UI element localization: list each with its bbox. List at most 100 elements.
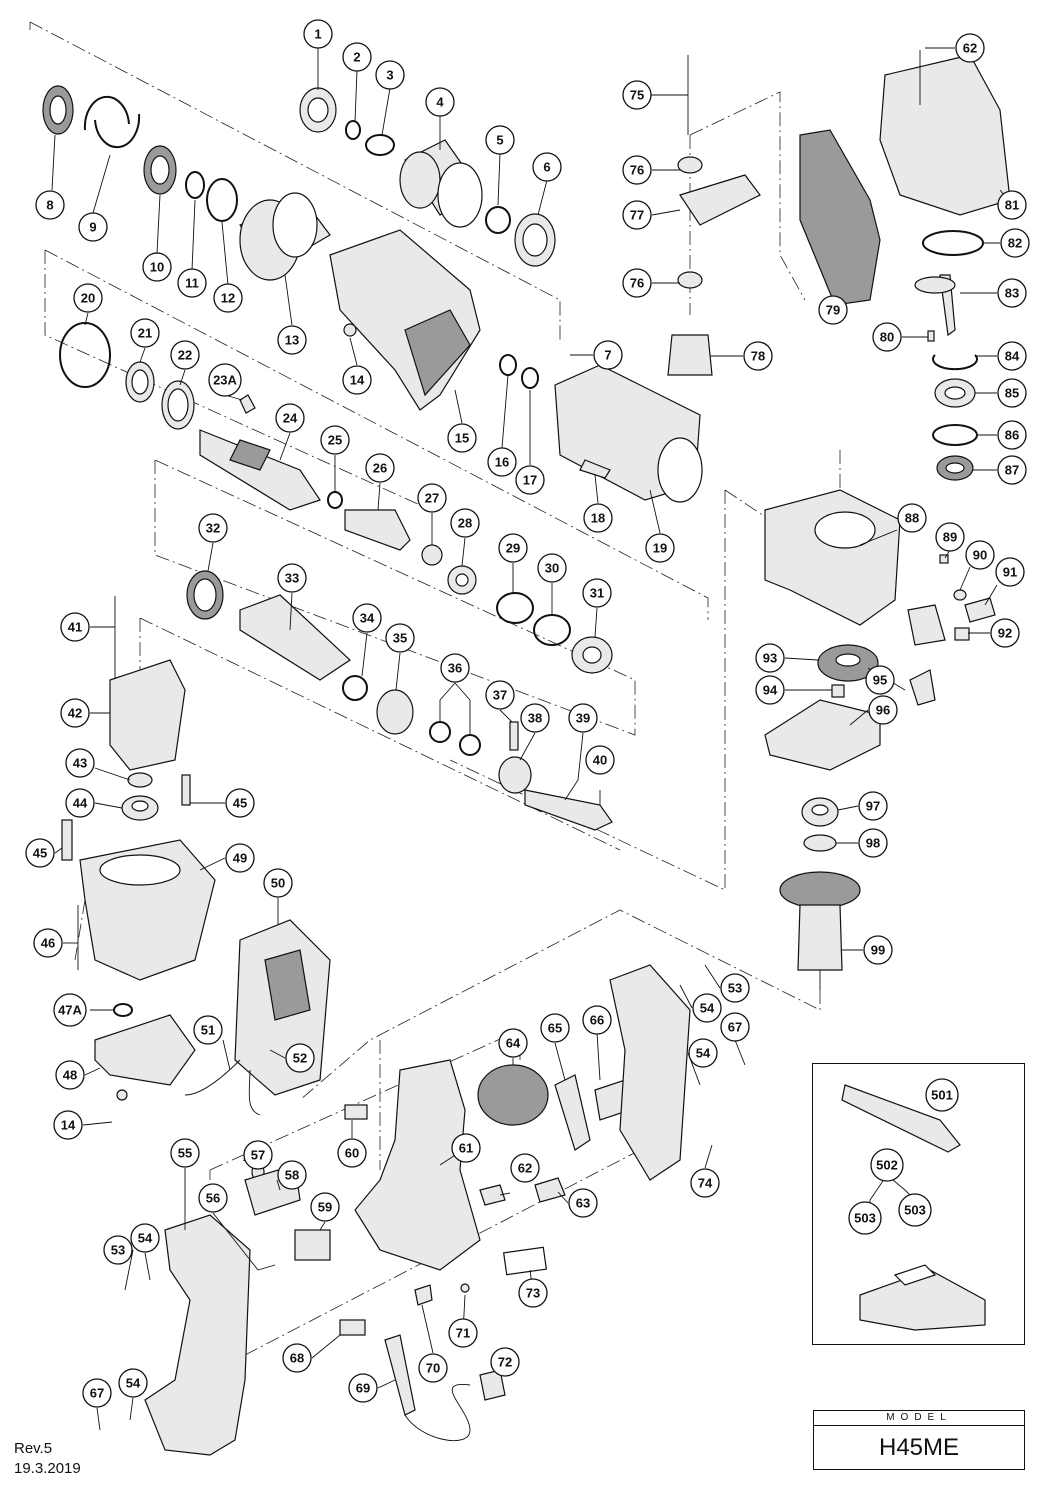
callout-12: 12 xyxy=(213,283,243,313)
callout-label: 33 xyxy=(285,571,299,586)
callout-circle xyxy=(263,868,293,898)
callout-24: 24 xyxy=(275,403,305,433)
callout-label: 8 xyxy=(46,198,53,213)
callout-circle xyxy=(818,295,848,325)
callout-51: 51 xyxy=(193,1015,223,1045)
callout-circle xyxy=(518,1278,548,1308)
callout-14a: 14 xyxy=(342,365,372,395)
callout-label: 49 xyxy=(233,851,247,866)
callout-label: 503 xyxy=(854,1211,876,1226)
callout-70: 70 xyxy=(418,1353,448,1383)
callout-circle xyxy=(965,540,995,570)
callout-circle xyxy=(130,318,160,348)
callout-circle xyxy=(213,283,243,313)
callout-circle xyxy=(863,935,893,965)
callout-label: 76 xyxy=(630,163,644,178)
callout-label: 25 xyxy=(328,433,342,448)
callout-circle xyxy=(208,363,242,397)
callout-11: 11 xyxy=(177,268,207,298)
callout-circle xyxy=(25,838,55,868)
callout-74: 74 xyxy=(690,1168,720,1198)
callout-13: 13 xyxy=(277,325,307,355)
callout-label: 43 xyxy=(73,756,87,771)
callout-circle xyxy=(447,423,477,453)
callout-circle xyxy=(53,993,87,1027)
callout-label: 86 xyxy=(1005,428,1019,443)
callout-circle xyxy=(585,745,615,775)
callout-label: 16 xyxy=(495,455,509,470)
callout-65: 65 xyxy=(540,1013,570,1043)
callout-90: 90 xyxy=(965,540,995,570)
callout-circle xyxy=(520,703,550,733)
callout-73: 73 xyxy=(518,1278,548,1308)
callout-16: 16 xyxy=(487,447,517,477)
callout-8: 8 xyxy=(35,190,65,220)
callout-label: 75 xyxy=(630,88,644,103)
callout-45a: 45 xyxy=(225,788,255,818)
callout-72: 72 xyxy=(490,1347,520,1377)
callout-label: 85 xyxy=(1005,386,1019,401)
callout-17: 17 xyxy=(515,465,545,495)
callout-32: 32 xyxy=(198,513,228,543)
callout-label: 13 xyxy=(285,333,299,348)
model-box: MODEL H45ME xyxy=(813,1410,1025,1470)
callout-circle xyxy=(73,283,103,313)
callout-circle xyxy=(65,788,95,818)
callout-label: 91 xyxy=(1003,565,1017,580)
callout-label: 3 xyxy=(386,68,393,83)
callout-76a: 76 xyxy=(622,155,652,185)
callout-label: 30 xyxy=(545,561,559,576)
callout-label: 71 xyxy=(456,1326,470,1341)
callout-86: 86 xyxy=(997,420,1027,450)
callout-label: 21 xyxy=(138,326,152,341)
callout-label: 90 xyxy=(973,548,987,563)
callout-circle xyxy=(692,993,722,1023)
callout-22: 22 xyxy=(170,340,200,370)
callout-label: 23A xyxy=(213,373,237,388)
callout-label: 78 xyxy=(751,349,765,364)
callout-label: 59 xyxy=(318,1200,332,1215)
callout-circle xyxy=(177,268,207,298)
callout-95: 95 xyxy=(865,665,895,695)
callout-circle xyxy=(310,1192,340,1222)
callout-label: 56 xyxy=(206,1191,220,1206)
callout-label: 34 xyxy=(360,611,375,626)
callout-label: 501 xyxy=(931,1088,953,1103)
callout-circle xyxy=(997,455,1027,485)
callout-76b: 76 xyxy=(622,268,652,298)
callout-label: 9 xyxy=(89,220,96,235)
callout-label: 60 xyxy=(345,1146,359,1161)
callout-circle xyxy=(690,1168,720,1198)
callout-503b: 503 xyxy=(898,1193,932,1227)
callout-label: 55 xyxy=(178,1146,192,1161)
callout-circle xyxy=(997,190,1027,220)
callout-label: 15 xyxy=(455,431,469,446)
callout-37: 37 xyxy=(485,680,515,710)
callout-61: 61 xyxy=(451,1133,481,1163)
callout-circle xyxy=(858,791,888,821)
callout-85: 85 xyxy=(997,378,1027,408)
callout-circle xyxy=(997,420,1027,450)
callout-4: 4 xyxy=(425,87,455,117)
callout-label: 88 xyxy=(905,511,919,526)
callout-43: 43 xyxy=(65,748,95,778)
callout-label: 24 xyxy=(283,411,298,426)
callout-label: 65 xyxy=(548,1021,562,1036)
callout-label: 28 xyxy=(458,516,472,531)
callout-circle xyxy=(485,125,515,155)
callout-circle xyxy=(342,365,372,395)
callout-55: 55 xyxy=(170,1138,200,1168)
callout-circle xyxy=(720,1012,750,1042)
callout-label: 62 xyxy=(518,1161,532,1176)
callout-39: 39 xyxy=(568,703,598,733)
callout-circle xyxy=(997,341,1027,371)
model-label: MODEL xyxy=(814,1411,1024,1426)
callout-9: 9 xyxy=(78,212,108,242)
callout-circle xyxy=(451,1133,481,1163)
callout-label: 87 xyxy=(1005,463,1019,478)
accessory-frame xyxy=(812,1063,1025,1345)
callout-502: 502 xyxy=(870,1148,904,1182)
callout-circle xyxy=(925,1078,959,1112)
callout-78: 78 xyxy=(743,341,773,371)
callout-label: 35 xyxy=(393,631,407,646)
